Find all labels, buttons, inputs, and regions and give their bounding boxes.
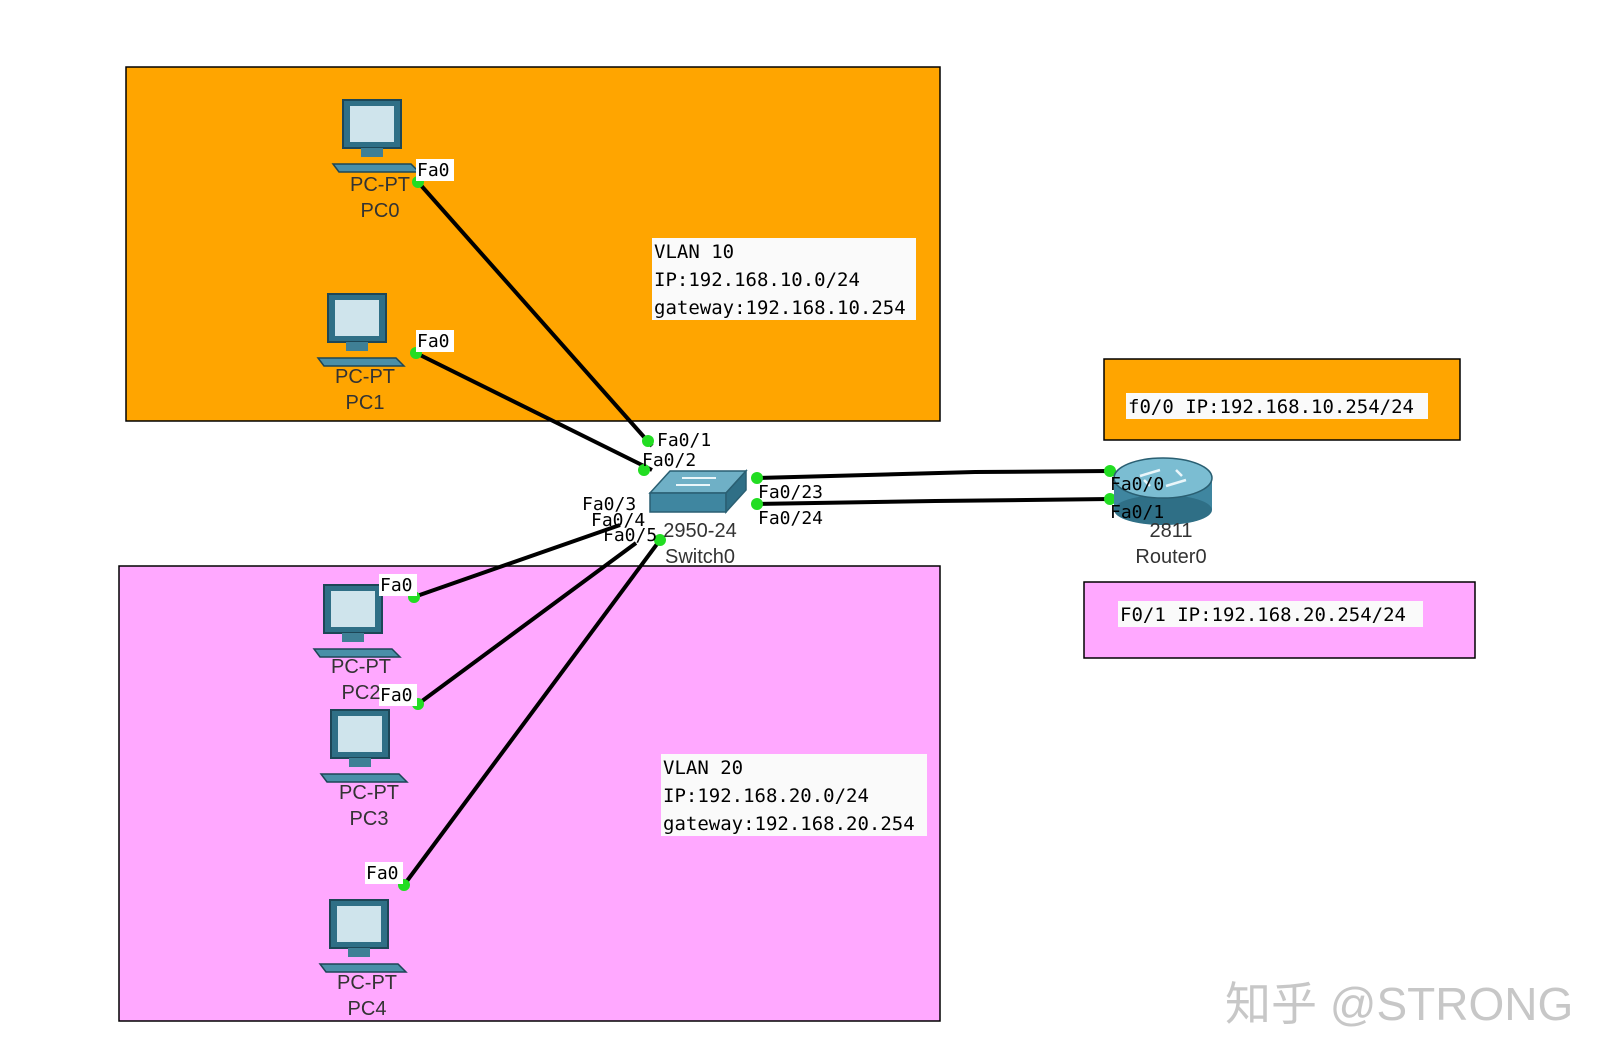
switch-port-label-fa0-4: Fa0/4 [591, 510, 645, 531]
port-dot [638, 464, 650, 476]
port-dot [751, 498, 763, 510]
pc4-icon[interactable] [318, 899, 408, 973]
pc2-port-label: Fa0 [380, 575, 413, 596]
link-pc4-switch [402, 538, 662, 887]
pc2-name-label: PC2 [342, 682, 381, 704]
link-pc0-switch [416, 180, 654, 448]
pc0-model-label: PC-PT [350, 174, 410, 196]
switch-port-label-fa0-5: Fa0/5 [603, 525, 657, 546]
pc1-model-label: PC-PT [335, 366, 395, 388]
port-dot [1104, 493, 1116, 505]
switch-port-label-fa0-24: Fa0/24 [758, 508, 823, 529]
pc0-name-label: PC0 [361, 200, 400, 222]
pc1-port-label: Fa0 [417, 331, 450, 352]
pc0-port-label: Fa0 [417, 160, 450, 181]
router-name-label: Router0 [1135, 546, 1206, 568]
vlan20-note-line2: IP:192.168.20.0/24 [663, 785, 869, 807]
switch-port-label-fa0-2: Fa0/2 [642, 450, 696, 471]
port-dot [1104, 465, 1116, 477]
switch-name-label: Switch0 [665, 546, 735, 568]
router-f01-note-bg [1118, 601, 1423, 627]
router-port-label-fa0-0: Fa0/0 [1110, 474, 1164, 495]
vlan10-note-bg [652, 238, 916, 320]
watermark: 知乎 @STRONG [1225, 978, 1573, 1030]
switch-port-label-fa0-3: Fa0/3 [582, 494, 636, 515]
pc4-model-label: PC-PT [337, 972, 397, 994]
port-label-bg [365, 862, 403, 884]
pc1-name-label: PC1 [346, 392, 385, 414]
pc1-icon[interactable] [316, 293, 406, 367]
port-dots [398, 176, 1116, 891]
port-dot [751, 472, 763, 484]
link-pc2-switch [413, 523, 621, 599]
router-model-label: 2811 [1149, 520, 1192, 542]
router-f00-note: f0/0 IP:192.168.10.254/24 [1128, 396, 1414, 418]
switch-port-label-fa0-1: Fa0/1 [657, 430, 711, 451]
pc2-icon[interactable] [312, 584, 402, 658]
vlan20-note-line1: VLAN 20 [663, 757, 743, 779]
link-switch-router-fa01 [756, 497, 1111, 506]
router-icon[interactable] [1113, 457, 1213, 525]
router-port-label-fa0-1: Fa0/1 [1110, 502, 1164, 523]
port-label-bg [379, 574, 417, 596]
pc4-port-label: Fa0 [366, 863, 399, 884]
pc2-model-label: PC-PT [331, 656, 391, 678]
link-switch-router-fa00 [756, 469, 1111, 480]
port-label-bg [379, 684, 417, 706]
vlan10-note-line1: VLAN 10 [654, 241, 734, 263]
vlan20-note-bg [661, 754, 927, 836]
switch-model-label: 2950-24 [663, 520, 736, 542]
link-pc3-switch [416, 541, 638, 706]
port-label-bg [416, 159, 454, 181]
pc3-icon[interactable] [319, 709, 409, 783]
switch-port-label-fa0-23: Fa0/23 [758, 482, 823, 503]
port-dot [654, 534, 666, 546]
port-dot [642, 435, 654, 447]
pc0-icon[interactable] [331, 99, 421, 173]
pc4-name-label: PC4 [348, 998, 387, 1020]
vlan10-note-line2: IP:192.168.10.0/24 [654, 269, 860, 291]
pc3-name-label: PC3 [350, 808, 389, 830]
link-pc1-switch [415, 351, 653, 472]
router-f00-note-bg [1126, 393, 1428, 419]
router-f01-note: F0/1 IP:192.168.20.254/24 [1120, 604, 1406, 626]
vlan20-note-line3: gateway:192.168.20.254 [663, 813, 915, 835]
links [402, 180, 1111, 887]
vlan10-note-line3: gateway:192.168.10.254 [654, 297, 906, 319]
pc3-port-label: Fa0 [380, 685, 413, 706]
pc3-model-label: PC-PT [339, 782, 399, 804]
switch-icon[interactable] [648, 469, 748, 514]
port-label-bg [416, 330, 454, 352]
